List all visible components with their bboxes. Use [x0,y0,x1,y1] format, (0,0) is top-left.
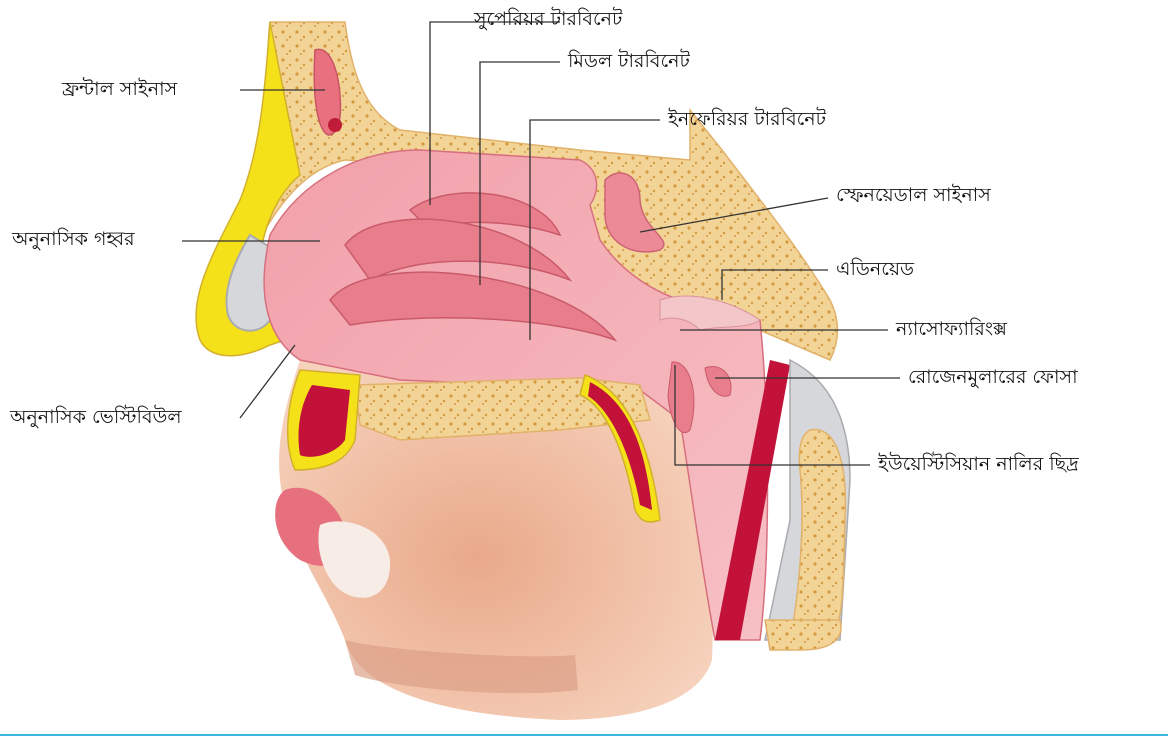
bottom-accent-rule [0,734,1168,736]
label-nasal-cavity: অনুনাসিক গহ্বর [12,230,135,249]
label-frontal-sinus: ফ্রন্টাল সাইনাস [62,80,177,99]
label-rosenmuller-fossa: রোজেনমুলারের ফোসা [908,368,1078,387]
label-nasopharynx: ন্যাসোফ্যারিংক্স [896,320,1007,339]
label-superior-turbinate: সুপেরিয়র টারবিনেট [474,10,622,29]
label-eustachian-opening: ইউয়েস্টিসিয়ান নালির ছিদ্র [878,455,1079,474]
label-inferior-turbinate: ইনফেরিয়র টারবিনেট [668,110,826,129]
label-nasal-vestibule: অনুনাসিক ভেস্টিবিউল [10,408,181,427]
label-adenoid: এডিনয়েড [836,260,914,279]
label-middle-turbinate: মিডল টারবিনেট [568,52,690,71]
skull-base-lower [765,620,841,650]
label-sphenoidal-sinus: স্ফেনয়েডাল সাইনাস [836,186,991,205]
